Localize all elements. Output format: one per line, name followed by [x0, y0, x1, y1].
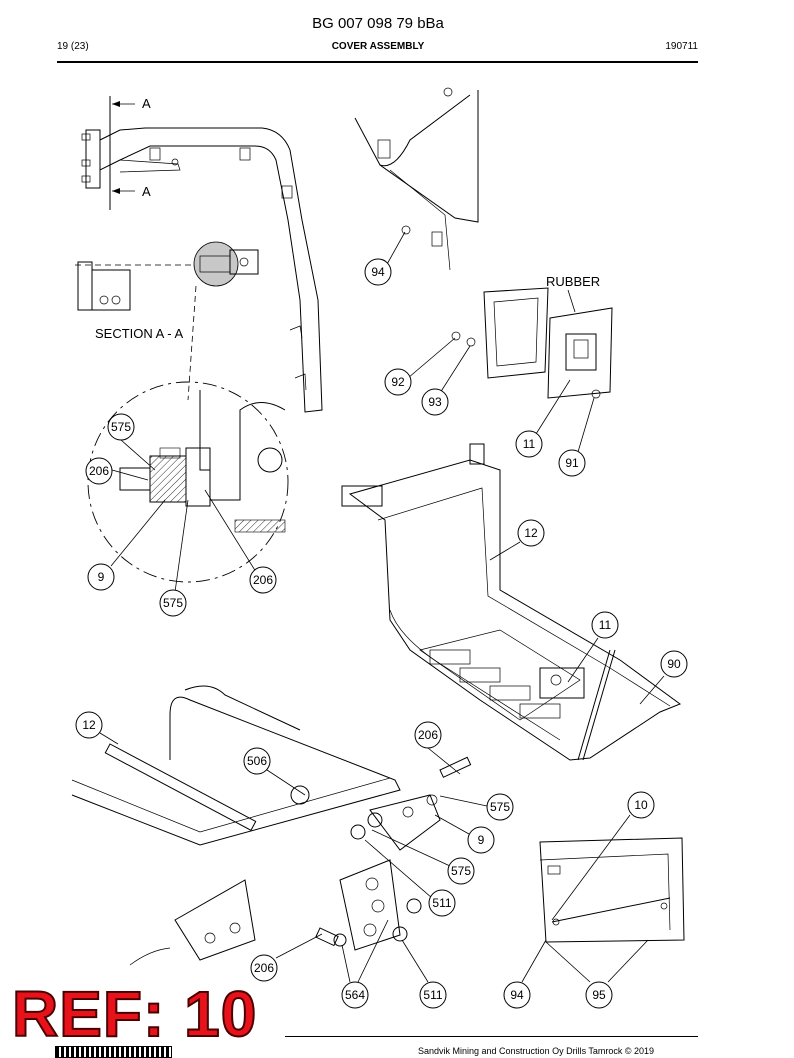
svg-text:575: 575	[111, 420, 131, 434]
svg-text:94: 94	[371, 265, 385, 279]
ref-label: REF: 10	[11, 978, 258, 1050]
page-title: COVER ASSEMBLY	[331, 41, 425, 52]
svg-text:9: 9	[478, 833, 485, 847]
callout-92: 92	[384, 368, 412, 396]
header-divider	[57, 61, 698, 63]
callout-575: 575	[447, 857, 475, 885]
svg-text:511: 511	[432, 896, 451, 910]
svg-text:206: 206	[89, 464, 109, 478]
callout-94: 94	[364, 258, 392, 286]
cover-tray-view	[341, 443, 682, 761]
cover-detail-view	[539, 837, 685, 943]
callout-206: 206	[249, 566, 277, 594]
callout-11: 11	[591, 611, 619, 639]
section-a-a-view	[75, 241, 259, 401]
document-number: BG 007 098 79 bBa	[312, 15, 444, 32]
frame-side-view	[81, 96, 323, 413]
svg-text:206: 206	[418, 728, 438, 742]
callout-9: 9	[87, 563, 115, 591]
callout-10: 10	[627, 791, 655, 819]
svg-text:575: 575	[163, 596, 183, 610]
section-marker-bottom: A	[142, 184, 151, 199]
callout-564: 564	[341, 981, 369, 1009]
leader-lines	[99, 231, 665, 983]
svg-text:564: 564	[345, 988, 365, 1002]
svg-text:11: 11	[523, 437, 536, 451]
callout-93: 93	[421, 388, 449, 416]
callout-575: 575	[486, 793, 514, 821]
svg-text:575: 575	[451, 864, 471, 878]
callout-575: 575	[107, 413, 135, 441]
callout-91: 91	[558, 449, 586, 477]
callout-206: 206	[250, 954, 278, 982]
callout-511: 511	[428, 889, 456, 917]
callout-90: 90	[660, 650, 688, 678]
callout-506: 506	[243, 747, 271, 775]
rubber-label: RUBBER	[546, 274, 600, 289]
document-date: 190711	[665, 41, 698, 52]
callout-12: 12	[75, 711, 103, 739]
hinge-assembly-view	[71, 685, 472, 966]
svg-text:12: 12	[82, 718, 96, 732]
svg-text:206: 206	[254, 961, 274, 975]
callout-511: 511	[419, 981, 447, 1009]
section-label: SECTION A - A	[95, 326, 183, 341]
callout-12: 12	[517, 519, 545, 547]
svg-text:12: 12	[524, 526, 538, 540]
magnified-detail	[87, 381, 289, 583]
svg-text:95: 95	[592, 988, 606, 1002]
svg-text:92: 92	[391, 375, 405, 389]
svg-text:575: 575	[490, 800, 510, 814]
svg-text:9: 9	[98, 570, 105, 584]
callout-206: 206	[85, 457, 113, 485]
svg-text:93: 93	[428, 395, 442, 409]
footer-divider	[285, 1036, 698, 1037]
svg-text:11: 11	[599, 618, 612, 632]
svg-text:10: 10	[634, 798, 648, 812]
rubber-plate-assembly	[451, 287, 613, 399]
footer-copyright: Sandvik Mining and Construction Oy Drill…	[418, 1046, 655, 1056]
svg-text:94: 94	[510, 988, 524, 1002]
roof-corner-view	[354, 87, 479, 271]
callout-94: 94	[503, 981, 531, 1009]
brand-logo	[55, 1046, 172, 1058]
svg-text:206: 206	[253, 573, 273, 587]
callout-575: 575	[159, 589, 187, 617]
svg-text:91: 91	[565, 456, 579, 470]
svg-text:511: 511	[423, 988, 442, 1002]
callout-9: 9	[467, 826, 495, 854]
section-marker-top: A	[142, 96, 151, 111]
callout-11: 11	[515, 430, 543, 458]
callout-206: 206	[414, 721, 442, 749]
svg-text:506: 506	[247, 754, 267, 768]
page-count: 19 (23)	[57, 41, 89, 52]
callout-95: 95	[585, 981, 613, 1009]
svg-text:90: 90	[667, 657, 681, 671]
